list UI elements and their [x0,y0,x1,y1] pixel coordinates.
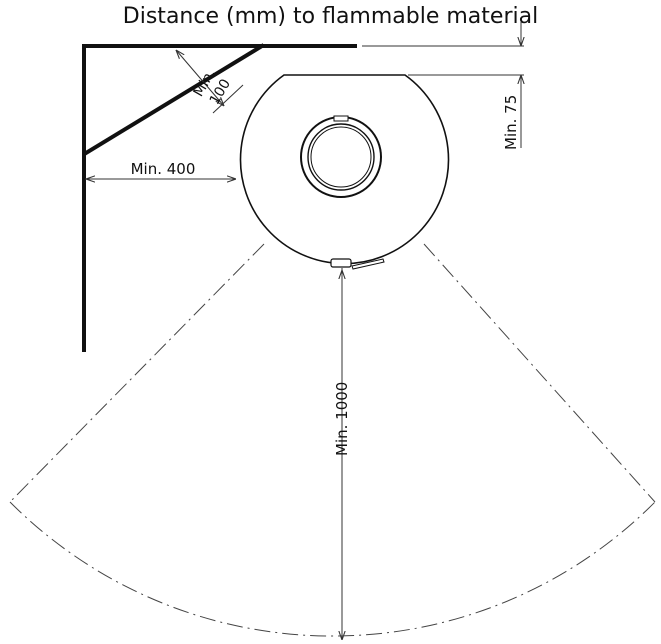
label-min-400: Min. 400 [131,160,196,178]
diagram-title: Distance (mm) to flammable material [122,4,539,29]
label-min-1000: Min. 1000 [333,382,351,456]
wall-lines [82,43,357,352]
dimension-lines [86,22,521,640]
flue-core [310,126,372,188]
dim-corner-arrow [176,50,224,106]
label-min-75: Min. 75 [502,95,520,150]
radiation-sector [9,243,656,637]
corner-wall [83,43,265,156]
stove [239,74,450,270]
ash-tray [351,258,385,270]
door-handle [330,258,352,268]
flue-lug-top [333,115,349,122]
